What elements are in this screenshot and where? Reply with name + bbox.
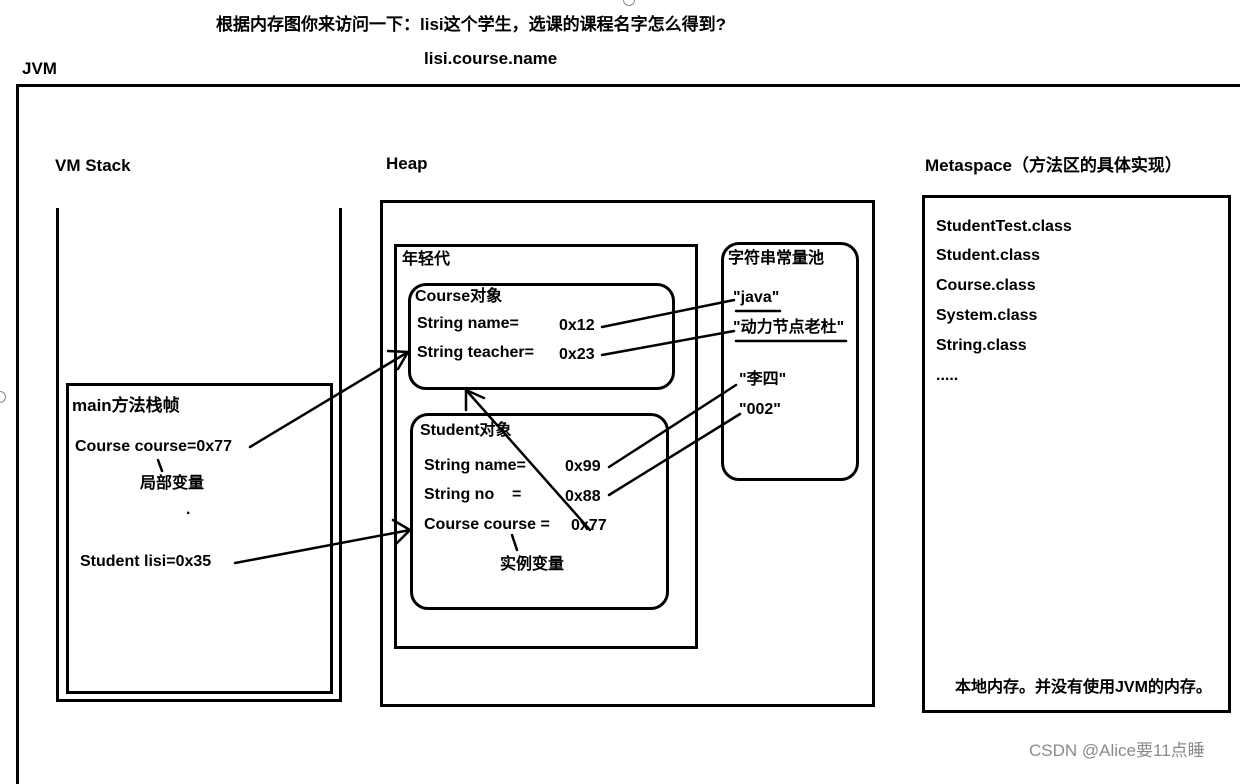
line-course-name [600, 298, 736, 329]
course-local-var: Course course=0x77 [75, 438, 232, 455]
main-stack-frame [66, 383, 333, 694]
string-pool-entry: "动力节点老杜" [733, 319, 845, 336]
student-no-field: String no = [424, 486, 522, 503]
arrow-course-ref [248, 350, 410, 449]
vm-stack-container [56, 208, 342, 702]
course-object-box [408, 283, 675, 390]
string-pool-title: 字符串常量池 [728, 250, 825, 267]
instance-var-tick [510, 533, 519, 552]
arrowhead-student-course-ref [464, 388, 486, 412]
arrowhead-student-ref [391, 518, 413, 546]
string-pool-entry: "java" [733, 289, 780, 306]
metaspace-title: Metaspace（方法区的具体实现） [925, 156, 1182, 175]
heap-container [380, 200, 875, 707]
local-var-tick [156, 458, 164, 473]
string-pool-box [721, 242, 859, 481]
vm-stack-title: VM Stack [55, 156, 131, 175]
student-local-var: Student lisi=0x35 [80, 553, 212, 570]
metaspace-class: System.class [936, 307, 1038, 324]
dot-mark: . [186, 501, 191, 518]
course-name-field: String name= [417, 315, 519, 332]
line-course-teacher [600, 329, 736, 357]
jvm-label: JVM [22, 59, 57, 78]
course-teacher-value: 0x23 [559, 346, 595, 363]
student-object-box [410, 413, 669, 610]
student-object-title: Student对象 [420, 422, 512, 439]
question-text: 根据内存图你来访问一下：lisi这个学生，选课的课程名字怎么得到? [216, 15, 727, 34]
metaspace-class: String.class [936, 337, 1027, 354]
reference-arrows [156, 298, 848, 565]
student-course-field: Course course = [424, 516, 550, 533]
arrowhead-course-ref [386, 349, 411, 371]
arrow-student-ref [233, 528, 412, 565]
course-object-title: Course对象 [415, 288, 503, 305]
arrow-student-course-ref [464, 388, 592, 532]
answer-text: lisi.course.name [424, 49, 558, 68]
metaspace-class: StudentTest.class [936, 218, 1072, 235]
string-pool-entry: "李四" [739, 371, 787, 388]
course-name-value: 0x12 [559, 317, 595, 334]
line-student-name [607, 383, 738, 469]
young-gen-box [394, 244, 698, 649]
metaspace-class: Course.class [936, 277, 1036, 294]
young-gen-label: 年轻代 [402, 251, 451, 268]
instance-var-note: 实例变量 [500, 556, 565, 573]
course-teacher-field: String teacher= [417, 344, 534, 361]
metaspace-class: ..... [936, 367, 959, 384]
line-student-no [607, 412, 742, 497]
metaspace-class: Student.class [936, 247, 1041, 264]
string-pool-entry: "002" [739, 401, 781, 418]
metaspace-note: 本地内存。并没有使用JVM的内存。 [955, 679, 1212, 696]
student-name-field: String name= [424, 457, 526, 474]
student-no-value: 0x88 [565, 488, 601, 505]
student-course-value: 0x77 [571, 517, 607, 534]
jvm-frame [16, 84, 1240, 784]
local-var-note: 局部变量 [140, 475, 205, 492]
main-frame-title: main方法栈帧 [72, 396, 180, 415]
heap-title: Heap [386, 154, 428, 173]
student-name-value: 0x99 [565, 458, 601, 475]
metaspace-box [922, 195, 1231, 713]
csdn-watermark: CSDN @Alice要11点睡 [1029, 741, 1205, 760]
